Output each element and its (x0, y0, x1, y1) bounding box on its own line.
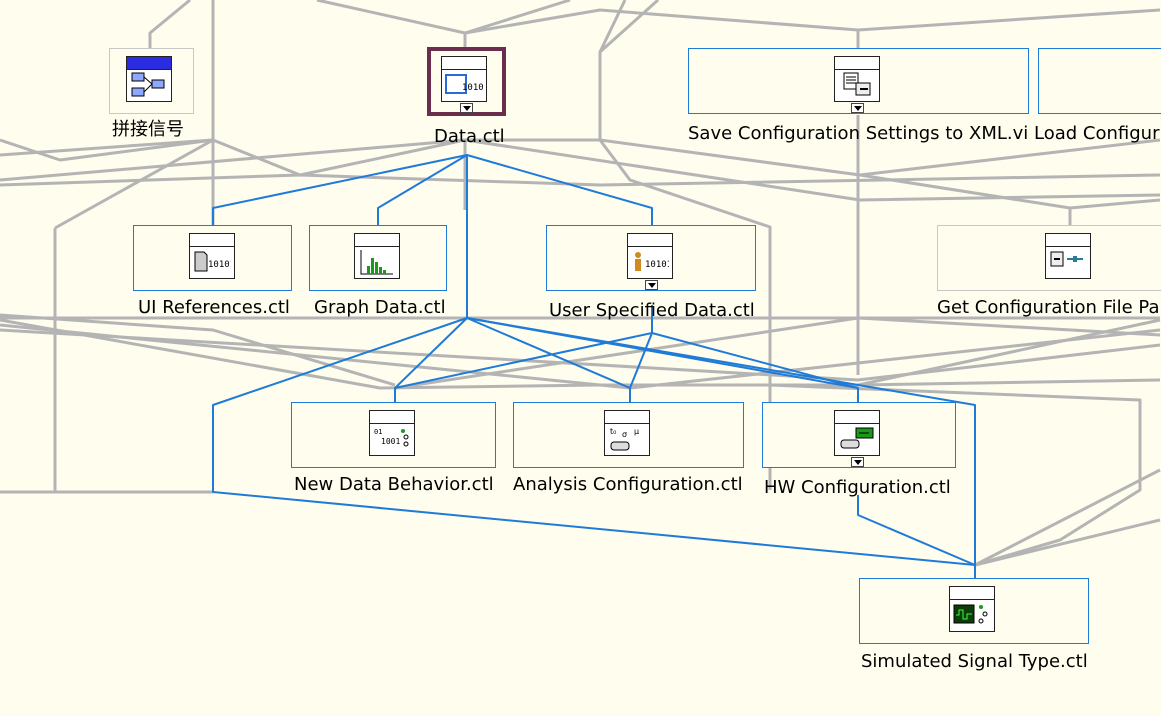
node-label: User Specified Data.ctl (549, 300, 755, 321)
gray-edges (0, 0, 1161, 567)
expand-caret-icon[interactable] (851, 457, 864, 467)
node-label: Load Configur (1034, 123, 1160, 144)
data-control-icon: 10101 (441, 56, 487, 102)
user-data-icon: 10101 (627, 233, 673, 279)
node-label: Simulated Signal Type.ctl (861, 651, 1088, 672)
blue-edges (212, 154, 976, 580)
block-diagram-icon (126, 56, 172, 102)
node-label: Graph Data.ctl (314, 297, 446, 318)
svg-text:10101: 10101 (462, 83, 483, 93)
node-frame (1038, 48, 1161, 114)
hardware-config-icon (834, 410, 880, 456)
expand-caret-icon[interactable] (645, 280, 658, 290)
node-label: Data.ctl (434, 126, 505, 147)
svg-text:10101: 10101 (645, 260, 669, 270)
expand-caret-icon[interactable] (460, 103, 473, 113)
svg-text:1001: 1001 (381, 437, 400, 446)
graph-histogram-icon (354, 233, 400, 279)
node-label: 拼接信号 (112, 119, 184, 140)
svg-text:σ: σ (622, 430, 627, 439)
node-label: UI References.ctl (138, 297, 290, 318)
node-label: Save Configuration Settings to XML.vi (688, 123, 1029, 144)
node-label: Get Configuration File Pa (937, 297, 1160, 318)
svg-text:μ: μ (634, 427, 639, 436)
file-path-icon (1045, 233, 1091, 279)
svg-text:01: 01 (374, 428, 382, 436)
simulated-signal-icon (949, 586, 995, 632)
ui-references-icon: 10101 (189, 233, 235, 279)
expand-caret-icon[interactable] (851, 103, 864, 113)
svg-text:10101: 10101 (208, 260, 231, 270)
save-config-xml-icon (834, 56, 880, 102)
svg-text:t₀: t₀ (610, 427, 616, 436)
node-label: New Data Behavior.ctl (294, 474, 494, 495)
node-label: HW Configuration.ctl (764, 477, 951, 498)
node-label: Analysis Configuration.ctl (513, 474, 743, 495)
